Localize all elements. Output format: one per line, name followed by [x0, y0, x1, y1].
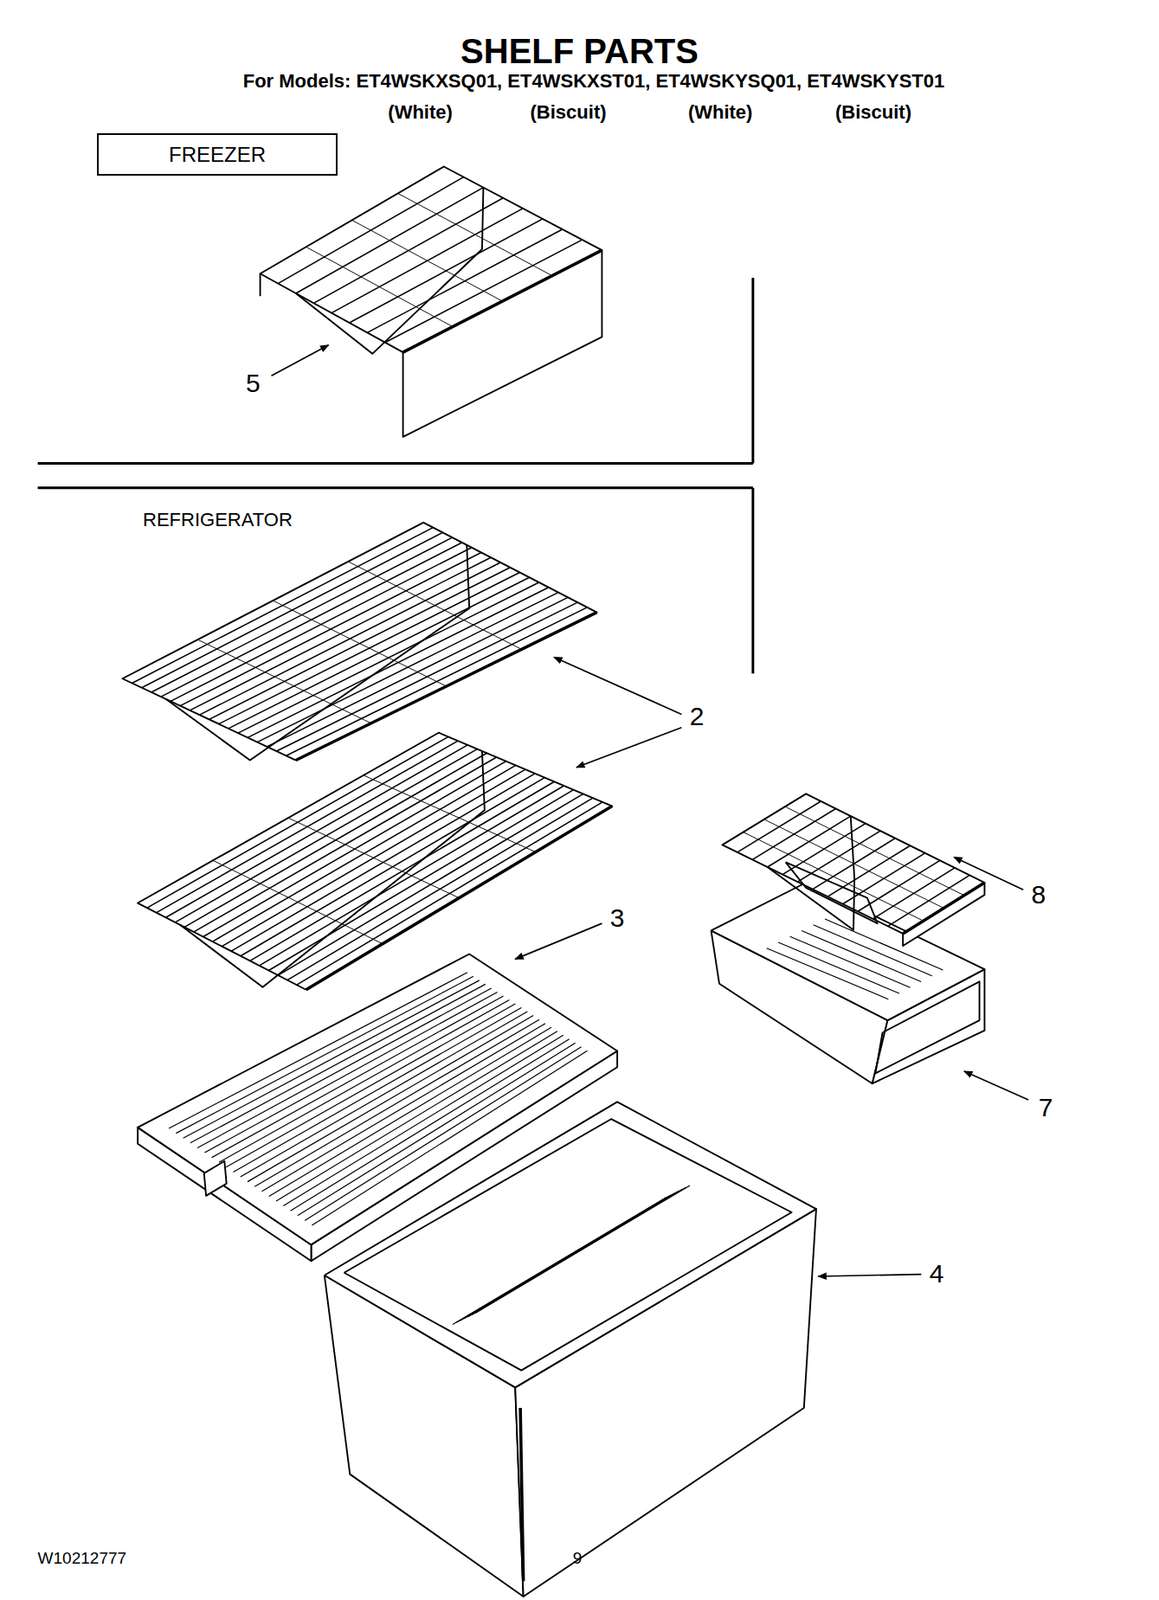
leader-line — [553, 656, 682, 715]
wire-shelf-wire — [257, 592, 559, 743]
shelf-rib — [190, 984, 486, 1143]
model-list: For Models: ET4WSKXSQ01, ET4WSKXST01, ET… — [243, 70, 946, 92]
page-number: 9 — [573, 1550, 583, 1569]
freezer-shelf-wire — [331, 208, 523, 314]
freezer-shelf-wire — [349, 218, 543, 323]
callout-number: 7 — [1038, 1092, 1054, 1121]
shelf-rib — [218, 999, 510, 1163]
region-line — [38, 486, 754, 490]
section-label: FREEZER — [168, 142, 266, 168]
region-line — [751, 277, 754, 464]
wire-shelf-wire — [170, 547, 472, 702]
wire-shelf-wire — [240, 778, 545, 957]
wire-shelf-crosswire — [197, 639, 371, 724]
color-note: (White) — [688, 102, 754, 123]
wire-shelf-crosswire — [347, 561, 522, 650]
wire-shelf-wire — [259, 785, 565, 966]
wire-shelf-wire — [277, 793, 584, 976]
wire-shelf-wire — [203, 761, 507, 938]
wire-shelf-wire — [212, 765, 516, 942]
leader-line — [271, 345, 329, 376]
freezer-shelf-front-bar — [403, 250, 603, 353]
shelf-rib — [247, 1016, 534, 1183]
title: SHELF PARTS — [460, 32, 699, 71]
leader-line — [964, 1071, 1029, 1101]
callout-number: 4 — [929, 1259, 945, 1288]
callout-number: 3 — [610, 902, 625, 932]
wire-shelf-crosswire — [272, 600, 446, 687]
wire-shelf — [122, 522, 597, 761]
color-note: (White) — [387, 102, 453, 123]
leader-line — [817, 1274, 921, 1277]
small-shelf-front-bar — [902, 882, 985, 934]
wire-shelf-wire — [184, 753, 487, 928]
wire-shelf-wire — [180, 552, 482, 706]
document-number: W10212777 — [38, 1550, 127, 1569]
freezer-shelf-crosswire — [398, 193, 553, 276]
wire-shelf-wire — [228, 577, 530, 729]
section-label: REFRIGERATOR — [142, 509, 293, 531]
crisper-rim — [324, 1101, 817, 1388]
freezer-shelf-frame — [296, 187, 484, 355]
wire-shelf-wire — [209, 567, 511, 721]
small-shelf-crosswire — [785, 806, 965, 896]
shelf-rib — [197, 988, 492, 1149]
wire-shelf-wire — [160, 542, 463, 697]
wire-shelf-wire — [231, 773, 535, 952]
region-line — [751, 488, 754, 675]
small-shelf — [722, 793, 986, 934]
leader-line — [576, 727, 682, 768]
callout-number: 5 — [245, 368, 261, 398]
shelf-rib — [232, 1008, 522, 1173]
leader-line — [953, 857, 1024, 891]
shelf-rib — [168, 972, 468, 1129]
line-art — [38, 167, 1030, 1598]
wire-shelf-crosswire — [212, 860, 383, 944]
section-box: FREEZER — [96, 133, 338, 175]
freezer-shelf-leg — [259, 273, 262, 297]
drawer-rib — [790, 936, 911, 988]
color-note: (Biscuit) — [530, 102, 607, 123]
leader-line — [515, 923, 602, 960]
wire-shelf-wire — [268, 790, 574, 972]
shelf-rib — [225, 1004, 516, 1168]
freezer-shelf — [260, 167, 603, 354]
freezer-shelf-crosswire — [352, 219, 503, 302]
small-shelf-crosswire — [764, 819, 944, 909]
region-line — [38, 462, 754, 465]
wire-shelf-wire — [218, 573, 521, 725]
drawer-rib — [766, 948, 889, 1000]
wire-shelf-wire — [221, 769, 526, 947]
wire-shelf-wire — [266, 597, 568, 747]
callout-number: 2 — [689, 701, 705, 731]
shelf-rib — [183, 980, 480, 1139]
small-shelf-crosswire — [743, 832, 924, 922]
wire-shelf — [137, 733, 612, 991]
wire-shelf-wire — [287, 798, 593, 980]
shelf-rib — [240, 1011, 528, 1178]
shelf-tab — [204, 1161, 227, 1197]
shelf-rib — [212, 996, 504, 1159]
wire-shelf-wire — [250, 781, 555, 961]
freezer-shelf-wire — [313, 198, 503, 304]
crisper-handle — [520, 1408, 524, 1582]
wire-shelf-wire — [166, 745, 469, 918]
color-note: (Biscuit) — [835, 102, 912, 123]
shelf-rib — [204, 991, 497, 1153]
wire-shelf-wire — [174, 749, 477, 923]
callout-number: 8 — [1031, 879, 1047, 908]
freezer-shelf-crosswire — [306, 246, 453, 327]
shelf-rib — [262, 1023, 546, 1192]
wire-shelf-wire — [199, 562, 502, 715]
wire-shelf-crosswire — [363, 775, 536, 853]
shelf-rib — [175, 976, 474, 1134]
shelf-rib — [254, 1019, 540, 1187]
crisper-opening — [344, 1119, 792, 1371]
crisper-rib — [476, 1185, 691, 1314]
drawer-rib — [778, 942, 900, 994]
wire-shelf-wire — [151, 537, 453, 693]
wire-shelf-wire — [193, 757, 497, 933]
wire-shelf-crosswire — [288, 817, 459, 899]
